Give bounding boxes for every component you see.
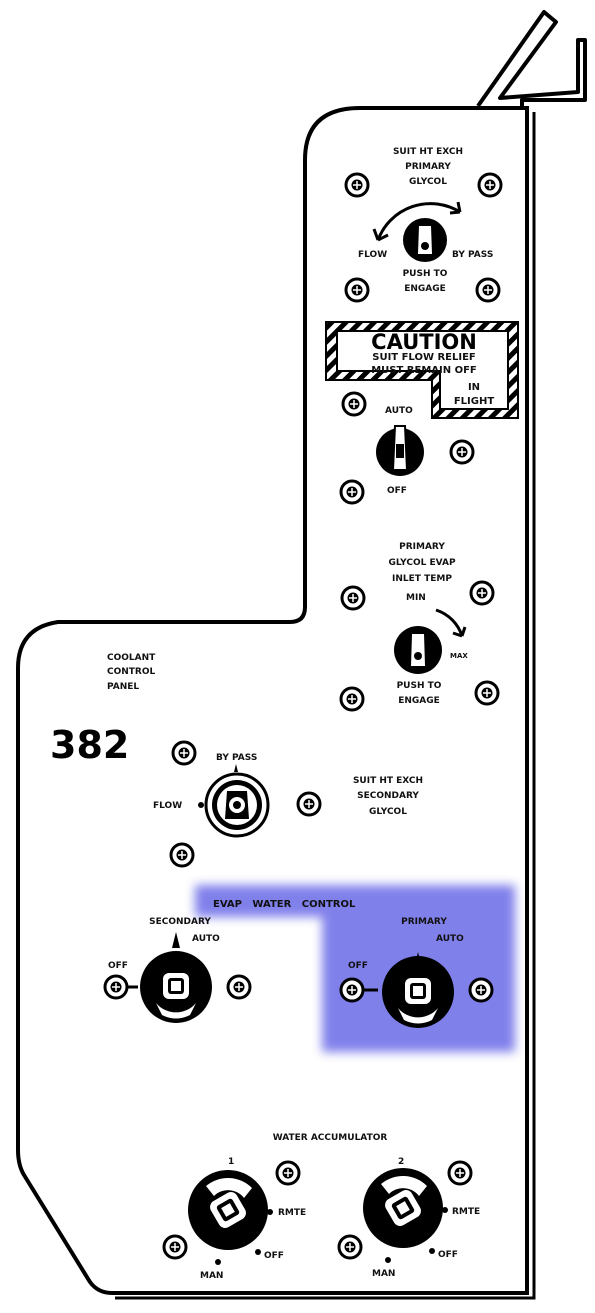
suit-ht-exch-secondary-flow-label: FLOW <box>153 801 182 811</box>
screw-icon <box>169 842 195 868</box>
panel-title-1: COOLANT <box>107 653 156 663</box>
inlet-temp-max-label: MAX <box>450 652 468 660</box>
panel-outline-shadow <box>115 112 536 1300</box>
suit-ht-exch-secondary-label-1: SUIT HT EXCH <box>353 776 423 786</box>
water-accum-2-selector[interactable] <box>363 1168 443 1248</box>
screw-icon <box>339 686 365 712</box>
evap-primary-auto-label: AUTO <box>436 934 464 944</box>
water-accum-2-man-label: MAN <box>372 1269 395 1279</box>
caution-line-2: MUST REMAIN OFF <box>371 365 477 376</box>
water-accumulator-title: WATER ACCUMULATOR <box>273 1133 388 1143</box>
panel-title-3: PANEL <box>107 682 139 692</box>
screw-icon <box>226 974 252 1000</box>
suit-flow-relief-auto-label: AUTO <box>385 406 413 416</box>
evap-primary-off-label: OFF <box>348 961 368 971</box>
caution-line-3: IN <box>468 382 480 393</box>
water-accum-1-number: 1 <box>228 1157 234 1167</box>
suit-flow-relief-off-label: OFF <box>387 486 407 496</box>
suit-ht-exch-primary-flow-label: FLOW <box>358 250 387 260</box>
suit-ht-exch-primary-label-3: GLYCOL <box>409 177 447 187</box>
evap-secondary-selector[interactable] <box>140 951 212 1023</box>
screw-icon <box>339 977 365 1003</box>
corner-bracket <box>476 10 587 108</box>
suit-ht-exch-primary-push-2: ENGAGE <box>404 284 446 294</box>
suit-flow-relief-switch[interactable] <box>376 425 424 476</box>
screw-icon <box>339 479 365 505</box>
screw-icon <box>171 740 197 766</box>
water-accum-1-rmte-label: RMTE <box>278 1208 306 1218</box>
water-accum-2-rmte-label: RMTE <box>452 1207 480 1217</box>
panel-number: 382 <box>50 723 129 767</box>
suit-ht-exch-secondary-label-2: SECONDARY <box>357 791 419 801</box>
screw-icon <box>162 1234 188 1260</box>
screw-icon <box>468 977 494 1003</box>
suit-ht-exch-primary-bypass-label: BY PASS <box>452 250 493 260</box>
suit-ht-exch-primary-label-2: PRIMARY <box>405 162 451 172</box>
evap-primary-selector[interactable] <box>382 956 454 1028</box>
panel-title-2: CONTROL <box>107 667 156 677</box>
suit-ht-exch-secondary-label-3: GLYCOL <box>369 807 407 817</box>
caution-title: CAUTION <box>371 330 477 354</box>
evap-secondary-label: SECONDARY <box>149 917 211 927</box>
inlet-temp-label-2: GLYCOL EVAP <box>388 558 456 568</box>
evap-secondary-off-label: OFF <box>108 961 128 971</box>
water-accum-1-selector[interactable] <box>188 1170 268 1250</box>
water-accum-2-number: 2 <box>398 1157 404 1167</box>
screw-icon <box>337 1234 363 1260</box>
caution-placard: CAUTION SUIT FLOW RELIEF MUST REMAIN OFF… <box>325 321 519 419</box>
caution-line-1: SUIT FLOW RELIEF <box>372 352 476 363</box>
inlet-temp-push-1: PUSH TO <box>397 681 442 691</box>
suit-ht-exch-primary-knob[interactable] <box>403 218 447 262</box>
suit-ht-exch-primary-push-1: PUSH TO <box>403 269 448 279</box>
panel-outline <box>16 106 529 1295</box>
temp-rotation-arrow-icon <box>435 608 464 637</box>
screw-icon <box>296 791 322 817</box>
evap-secondary-auto-label: AUTO <box>192 934 220 944</box>
screw-icon <box>340 585 366 611</box>
screw-icon <box>469 580 495 606</box>
inlet-temp-push-2: ENGAGE <box>398 696 440 706</box>
screw-icon <box>447 1160 473 1186</box>
screw-icon <box>103 974 129 1000</box>
inlet-temp-knob[interactable] <box>394 626 442 674</box>
suit-ht-exch-secondary-bypass-label: BY PASS <box>216 753 257 763</box>
suit-ht-exch-primary-label-1: SUIT HT EXCH <box>393 147 463 157</box>
water-accum-1-off-label: OFF <box>264 1251 284 1261</box>
screw-icon <box>344 172 370 198</box>
water-accum-1-man-label: MAN <box>200 1271 223 1281</box>
screw-icon <box>475 277 501 303</box>
screw-icon <box>449 439 475 465</box>
screw-icon <box>474 680 500 706</box>
rotation-arrow-icon <box>376 202 461 241</box>
screw-icon <box>344 277 370 303</box>
inlet-temp-label-3: INLET TEMP <box>392 574 452 584</box>
evap-water-control-title: EVAP WATER CONTROL <box>213 899 356 910</box>
inlet-temp-label-1: PRIMARY <box>399 542 445 552</box>
inlet-temp-min-label: MIN <box>406 593 426 603</box>
screw-icon <box>275 1160 301 1186</box>
screw-icon <box>477 172 503 198</box>
evap-primary-label: PRIMARY <box>401 917 447 927</box>
water-accum-2-off-label: OFF <box>438 1250 458 1260</box>
screw-icon <box>341 391 367 417</box>
suit-ht-exch-secondary-valve[interactable] <box>204 772 270 838</box>
caution-line-4: FLIGHT <box>454 396 495 407</box>
